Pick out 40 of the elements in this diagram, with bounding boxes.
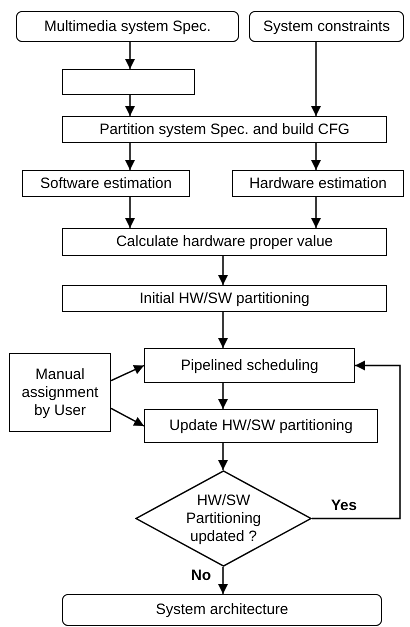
arrow <box>311 143 321 170</box>
arrow <box>125 42 135 69</box>
arrow <box>218 312 228 348</box>
arrow <box>218 383 228 409</box>
node-label: Hardware estimation <box>249 174 387 192</box>
arrow <box>125 143 135 170</box>
arrow <box>125 95 135 116</box>
node-label: Multimedia system Spec. <box>44 18 211 36</box>
node-label: Pipelined scheduling <box>180 356 318 374</box>
node-label: HW/SW Partitioning updated ? <box>184 492 262 546</box>
process-box <box>232 170 404 197</box>
arrow <box>311 197 321 228</box>
arrow <box>218 567 228 594</box>
node-label: System architecture <box>156 601 288 619</box>
node-label: Update HW/SW partitioning <box>169 417 353 435</box>
process-box <box>9 353 111 432</box>
process-box <box>22 170 190 197</box>
node-label: Manual assignment by User <box>20 366 100 420</box>
process-box <box>62 69 195 95</box>
arrow <box>311 42 321 116</box>
process-box <box>62 285 387 312</box>
process-box <box>62 228 387 256</box>
terminal-box <box>249 11 404 42</box>
arrow <box>218 256 228 285</box>
node-label: Partition system Spec. and build CFG <box>99 120 350 138</box>
arrow <box>110 364 144 382</box>
process-box <box>144 348 355 383</box>
arrow <box>312 360 401 520</box>
node-label: Calculate hardware proper value <box>116 233 333 251</box>
decision-diamond <box>135 470 312 567</box>
arrow <box>110 408 144 427</box>
process-box <box>144 409 378 443</box>
arrow <box>218 443 228 470</box>
process-box <box>62 116 387 143</box>
node-label: System constraints <box>263 18 390 36</box>
terminal-box <box>16 11 239 42</box>
arrow <box>125 197 135 228</box>
node-label: Software estimation <box>40 174 172 192</box>
node-label: Initial HW/SW partitioning <box>139 290 310 308</box>
terminal-box <box>62 594 382 626</box>
